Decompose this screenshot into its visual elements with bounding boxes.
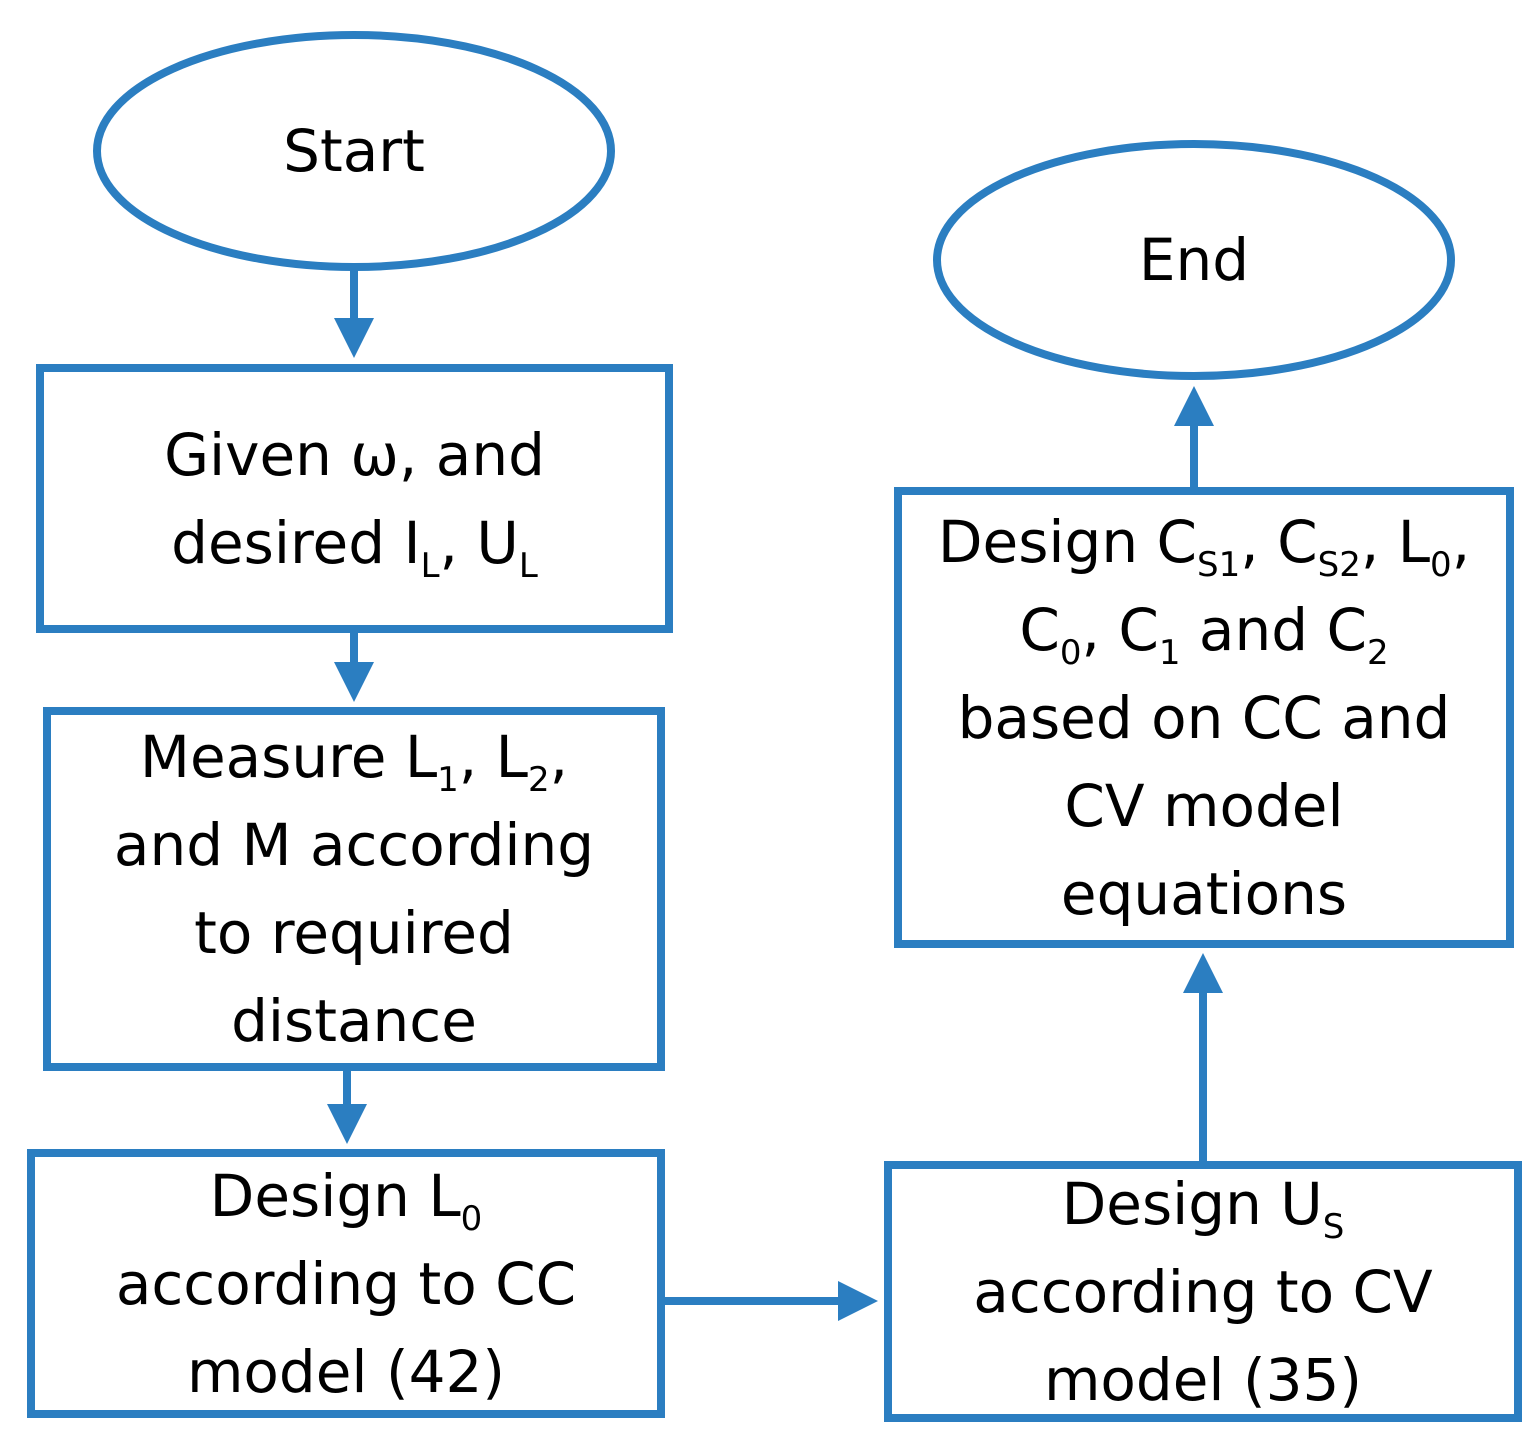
- end-label: End: [1138, 226, 1250, 294]
- start-label: Start: [283, 117, 425, 185]
- given-label: Given ω, and desired IL, UL: [164, 420, 545, 586]
- design-caps-line1: Design CS1, CS2, L0,: [937, 507, 1471, 585]
- design-l0-line1: Design L0: [209, 1161, 483, 1239]
- design-us-line1: Design US: [1061, 1169, 1345, 1247]
- design-caps-label: Design CS1, CS2, L0, C0, C1 and C2 based…: [898, 491, 1510, 944]
- design-us-label: Design US according to CV model (35): [888, 1165, 1518, 1418]
- given-line2: desired IL, UL: [171, 508, 538, 586]
- measure-box: [43, 707, 665, 1071]
- end-ellipse: [933, 140, 1455, 380]
- design-l0-box: [27, 1149, 665, 1418]
- measure-line1: Measure L1, L2,: [139, 723, 569, 800]
- design-caps-box: [894, 487, 1514, 948]
- design-l0-label: Design L0 according to CC model (42): [31, 1153, 661, 1414]
- design-caps-line2: C0, C1 and C2: [1019, 595, 1389, 673]
- measure-label: Measure L1, L2, and M according to requi…: [47, 711, 661, 1067]
